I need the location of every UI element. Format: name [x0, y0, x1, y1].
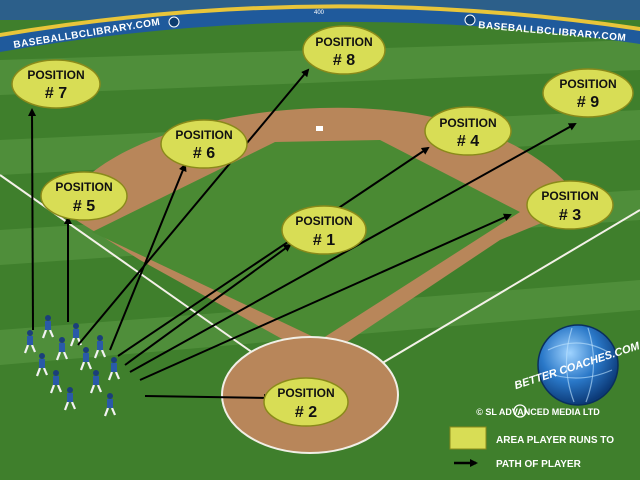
- position-5-label: POSITION: [55, 180, 112, 194]
- position-8-number: # 8: [333, 52, 355, 69]
- player-figure: [41, 315, 55, 339]
- position-6-label: POSITION: [175, 128, 232, 142]
- copyright-text: © SL ADVANCED MEDIA LTD: [476, 407, 600, 417]
- player-figure: [79, 347, 93, 371]
- legend-area-swatch: [449, 426, 487, 450]
- position-9-number: # 9: [577, 94, 599, 111]
- position-8-label: POSITION: [315, 35, 372, 49]
- position-8-area: POSITION # 8: [302, 25, 386, 75]
- position-2-number: # 2: [295, 404, 317, 421]
- path-to-position-2: [144, 393, 272, 402]
- position-3-number: # 3: [559, 207, 581, 224]
- wall-cap: [0, 4, 640, 37]
- position-4-label: POSITION: [439, 116, 496, 130]
- legend-area-label: AREA PLAYER RUNS TO: [496, 435, 614, 446]
- position-2-area: POSITION # 2: [263, 377, 349, 427]
- second-base: [316, 126, 323, 131]
- position-7-area: POSITION # 7: [11, 59, 101, 109]
- path-to-position-7: [28, 108, 37, 331]
- position-2-label: POSITION: [277, 386, 334, 400]
- copyright-icon: [513, 404, 527, 418]
- player-figure: [23, 330, 37, 354]
- position-7-label: POSITION: [27, 68, 84, 82]
- position-5-number: # 5: [73, 198, 95, 215]
- outfield-wall: [0, 7, 640, 52]
- player-figure: [103, 393, 117, 417]
- wall-logo-icon: [168, 16, 180, 28]
- players-cluster: [23, 315, 121, 417]
- position-7-number: # 7: [45, 85, 67, 102]
- position-1-number: # 1: [313, 232, 335, 249]
- globe-icon: [537, 324, 619, 406]
- player-figure: [35, 353, 49, 377]
- position-1-area: POSITION # 1: [281, 205, 367, 255]
- player-figure: [93, 335, 107, 359]
- wall-logo-icon-right: [464, 14, 476, 26]
- position-4-area: POSITION # 4: [424, 106, 512, 156]
- path-to-position-4: [117, 146, 430, 357]
- player-figure: [55, 337, 69, 361]
- path-to-position-3: [139, 213, 512, 381]
- position-6-area: POSITION # 6: [160, 119, 248, 169]
- position-4-number: # 4: [457, 133, 479, 150]
- path-to-position-8: [77, 68, 310, 346]
- position-6-number: # 6: [193, 145, 215, 162]
- position-1-label: POSITION: [295, 214, 352, 228]
- position-9-label: POSITION: [559, 77, 616, 91]
- wall-distance: 400: [314, 10, 325, 16]
- player-figure: [89, 370, 103, 394]
- position-3-label: POSITION: [541, 189, 598, 203]
- path-to-position-6: [109, 163, 187, 351]
- legend: AREA PLAYER RUNS TO PATH OF PLAYER: [449, 426, 614, 470]
- legend-path-label: PATH OF PLAYER: [496, 459, 582, 470]
- path-to-position-1: [124, 243, 292, 366]
- position-9-area: POSITION # 9: [542, 68, 634, 118]
- player-figure: [69, 323, 83, 347]
- player-figure: [49, 370, 63, 394]
- position-3-area: POSITION # 3: [526, 180, 614, 230]
- player-figure: [63, 387, 77, 411]
- position-5-area: POSITION # 5: [40, 171, 128, 221]
- player-figure: [107, 357, 121, 381]
